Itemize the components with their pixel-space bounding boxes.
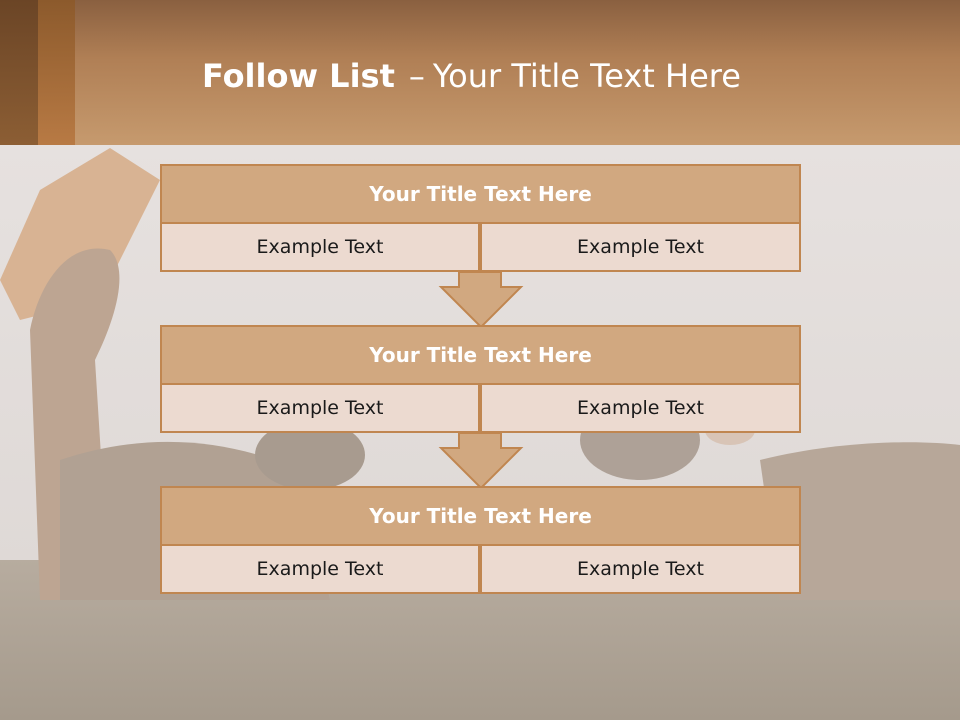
header-band (0, 0, 960, 145)
block-cell-left[interactable]: Example Text (160, 222, 480, 272)
slide-title[interactable]: Follow List–Your Title Text Here (202, 54, 741, 98)
block-cell-right[interactable]: Example Text (480, 383, 801, 433)
block-cell-left[interactable]: Example Text (160, 383, 480, 433)
block-title[interactable]: Your Title Text Here (160, 164, 801, 224)
block-title[interactable]: Your Title Text Here (160, 486, 801, 546)
block-title[interactable]: Your Title Text Here (160, 325, 801, 385)
header-accent-bar-dark (0, 0, 38, 145)
block-cell-left[interactable]: Example Text (160, 544, 480, 594)
header-accent-bar-light (38, 0, 75, 145)
down-arrow-icon (438, 271, 524, 329)
slide-title-rest: Your Title Text Here (432, 57, 741, 95)
block-cell-right[interactable]: Example Text (480, 544, 801, 594)
block-cell-right[interactable]: Example Text (480, 222, 801, 272)
down-arrow-icon (438, 432, 524, 490)
slide-title-bold: Follow List (202, 57, 395, 95)
slide-title-separator: – (408, 57, 425, 95)
